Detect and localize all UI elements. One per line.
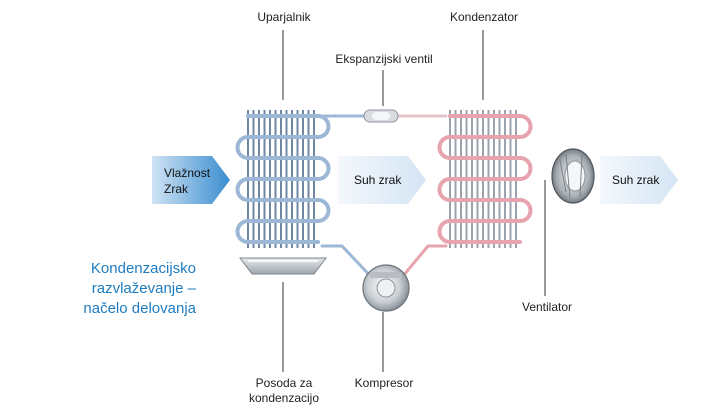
diagram-title-line-2: načelo delovanja — [83, 300, 196, 317]
condensate-tray — [239, 257, 327, 275]
condensate-tray-label-1: Posoda za — [255, 376, 313, 390]
fan-label: Ventilator — [521, 300, 573, 314]
compressor-label: Kompresor — [354, 376, 414, 390]
diagram-title: Kondenzacijsko razvlaževanje – načelo de… — [0, 259, 196, 319]
air-in-label-2: Zrak — [164, 182, 189, 196]
coil-tube — [235, 114, 331, 244]
evaporator-label: Uparjalnik — [257, 10, 311, 24]
condenser-coil — [437, 110, 533, 248]
condenser-label: Kondenzator — [449, 10, 519, 24]
air-arrow-in — [152, 156, 230, 204]
expansion-valve — [363, 109, 399, 123]
air-out-label: Suh zrak — [612, 173, 660, 187]
leader-lines — [282, 30, 546, 372]
air-middle-label: Suh zrak — [354, 173, 402, 187]
compressor — [362, 264, 410, 312]
air-arrow-middle — [338, 156, 426, 204]
coil-tube — [437, 114, 533, 244]
air-arrow-out — [600, 156, 678, 204]
condensate-tray-label-2: kondenzacijo — [248, 391, 320, 405]
evaporator-coil — [235, 110, 331, 248]
fan — [551, 148, 595, 204]
air-in-label-1: Vlažnost — [164, 166, 211, 180]
refrigerant-pipes — [316, 114, 448, 284]
diagram-title-line-1: Kondenzacijsko razvlaževanje – — [90, 260, 196, 297]
expansion-valve-label: Ekspanzijski ventil — [335, 52, 433, 66]
